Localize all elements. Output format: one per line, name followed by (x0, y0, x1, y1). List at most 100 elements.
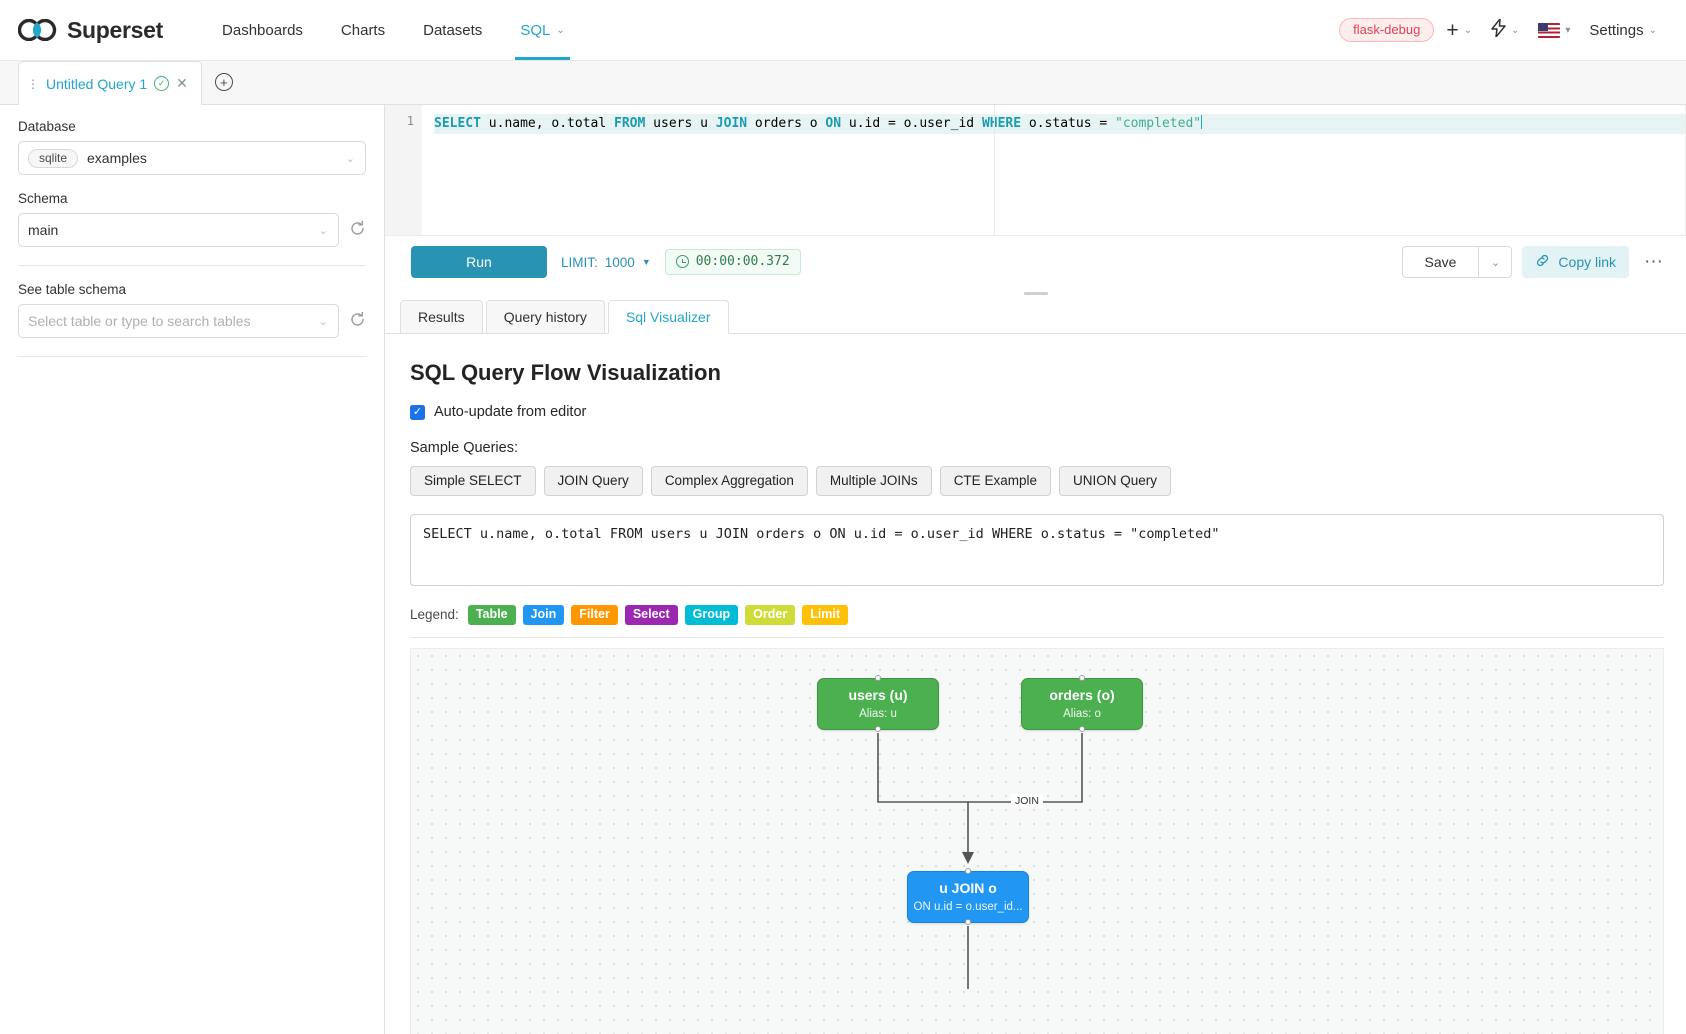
chevron-down-icon: ⌄ (1463, 24, 1472, 36)
copy-link-button[interactable]: Copy link (1522, 246, 1630, 278)
clock-icon (675, 255, 689, 268)
settings-menu[interactable]: Settings ⌄ (1582, 17, 1664, 44)
drag-handle-icon[interactable]: ⋮ (27, 76, 39, 91)
copy-link-label: Copy link (1558, 254, 1617, 270)
link-icon (1535, 253, 1550, 271)
node-port-top (964, 868, 971, 874)
visualizer-query-textarea[interactable] (410, 514, 1664, 586)
save-group: Save ⌄ (1401, 246, 1513, 278)
language-button[interactable]: ▾ (1531, 18, 1577, 43)
legend-group-badge: Group (684, 605, 739, 625)
database-select[interactable]: sqlite examples ⌄ (18, 141, 366, 175)
panel-resize-handle[interactable] (385, 288, 1686, 299)
sample-multiple-joins-button[interactable]: Multiple JOINs (815, 466, 932, 496)
panel-divider (18, 265, 366, 266)
flow-node-join-condition: ON u.id = o.user_id... (913, 901, 1023, 914)
more-options-icon[interactable]: ··· (1644, 251, 1663, 273)
caret-down-icon: ▾ (1565, 24, 1571, 36)
brand-title: Superset (67, 16, 164, 43)
flow-node-orders[interactable]: orders (o) Alias: o (1021, 675, 1143, 732)
chevron-down-icon: ⌄ (1648, 24, 1657, 36)
new-item-button[interactable]: + ⌄ (1439, 15, 1479, 46)
legend-select-badge: Select (624, 605, 678, 625)
flow-canvas[interactable]: JOIN users (u) Alias: u orders (o) Alias… (410, 647, 1664, 1034)
nav-charts-label: Charts (340, 21, 386, 39)
resize-grip (1023, 292, 1048, 295)
sample-complex-aggregation-button[interactable]: Complex Aggregation (650, 466, 808, 496)
table-schema-label: See table schema (18, 282, 127, 297)
flow-node-users-title: users (u) (848, 686, 908, 703)
save-button[interactable]: Save (1401, 246, 1479, 278)
superset-mark-icon (18, 19, 58, 41)
sql-code-line: SELECT u.name, o.total FROM users u JOIN… (434, 114, 1686, 134)
query-tab-untitled-query-1[interactable]: ⋮ Untitled Query 1 ✓ ✕ (18, 61, 202, 105)
table-select[interactable]: Select table or type to search tables ⌄ (18, 304, 339, 338)
sample-join-query-button[interactable]: JOIN Query (543, 466, 643, 496)
chevron-down-icon: ⌄ (318, 315, 328, 328)
flow-node-users[interactable]: users (u) Alias: u (817, 675, 939, 732)
tab-query-history[interactable]: Query history (485, 300, 605, 334)
flow-node-join[interactable]: u JOIN o ON u.id = o.user_id... (907, 868, 1029, 925)
close-icon[interactable]: ✕ (176, 75, 188, 91)
timer-value: 00:00:00.372 (695, 254, 790, 269)
bolt-button[interactable]: ⌄ (1484, 14, 1526, 47)
nav-dashboards[interactable]: Dashboards (203, 0, 322, 60)
flow-node-join-title: u JOIN o (939, 879, 997, 896)
caret-down-icon: ▼ (641, 257, 651, 267)
line-number: 1 (406, 114, 414, 128)
sample-union-query-button[interactable]: UNION Query (1058, 466, 1171, 496)
run-button[interactable]: Run (411, 246, 547, 278)
flow-node-users-alias: Alias: u (859, 708, 897, 721)
refresh-tables-icon[interactable] (349, 311, 366, 331)
edge-label-join: JOIN (1011, 793, 1043, 809)
table-select-placeholder: Select table or type to search tables (28, 313, 251, 329)
legend-join-badge: Join (522, 605, 565, 625)
top-navbar: Superset Dashboards Charts Datasets SQL … (0, 0, 1686, 61)
main-panel: 1 SELECT u.name, o.total FROM users u JO… (385, 105, 1686, 1034)
query-tab-label: Untitled Query 1 (46, 75, 148, 92)
navbar-right: flask-debug + ⌄ ⌄ ▾ Settings ⌄ (1339, 14, 1664, 47)
schema-select[interactable]: main ⌄ (18, 213, 339, 247)
nav-datasets[interactable]: Datasets (404, 0, 501, 60)
bolt-icon (1491, 17, 1506, 42)
sample-simple-select-button[interactable]: Simple SELECT (410, 466, 536, 496)
check-circle-icon: ✓ (154, 76, 170, 91)
flask-debug-badge: flask-debug (1339, 18, 1435, 42)
legend-filter-badge: Filter (571, 605, 618, 625)
save-dropdown-button[interactable]: ⌄ (1478, 246, 1513, 278)
tab-sql-visualizer[interactable]: Sql Visualizer (607, 300, 729, 334)
legend-limit-badge: Limit (802, 605, 849, 625)
legend-table-badge: Table (467, 605, 516, 625)
node-port-top (1078, 675, 1085, 681)
legend-label: Legend: (410, 607, 459, 623)
us-flag-icon (1538, 22, 1561, 38)
limit-dropdown[interactable]: LIMIT: 1000 ▼ (561, 255, 651, 270)
flow-node-orders-alias: Alias: o (1063, 708, 1101, 721)
chevron-down-icon: ⌄ (556, 24, 565, 36)
editor-column-guide (994, 105, 995, 235)
sample-cte-example-button[interactable]: CTE Example (939, 466, 1051, 496)
table-schema-field: See table schema Select table or type to… (18, 282, 366, 338)
auto-update-checkbox-row[interactable]: ✓ Auto-update from editor (410, 404, 1664, 420)
add-query-tab-button[interactable]: + (202, 60, 246, 104)
nav-charts[interactable]: Charts (322, 0, 404, 60)
refresh-schema-icon[interactable] (349, 220, 366, 240)
add-tab-icon: + (214, 73, 233, 91)
nav-sql[interactable]: SQL ⌄ (501, 0, 583, 60)
panel-divider-2 (18, 356, 366, 357)
tab-results[interactable]: Results (400, 300, 483, 334)
schema-label: Schema (18, 191, 68, 206)
schema-field: Schema main ⌄ (18, 191, 366, 247)
tab-results-label: Results (418, 309, 465, 325)
plus-icon: + (1446, 18, 1459, 42)
node-port-top (874, 675, 881, 681)
superset-logo[interactable]: Superset (18, 17, 163, 44)
query-tab-bar: ⋮ Untitled Query 1 ✓ ✕ + (0, 61, 1686, 105)
database-label: Database (18, 119, 76, 134)
chevron-down-icon: ⌄ (318, 224, 328, 237)
editor-code-area[interactable]: SELECT u.name, o.total FROM users u JOIN… (422, 105, 1686, 235)
flow-edges (877, 732, 1083, 989)
sql-editor[interactable]: 1 SELECT u.name, o.total FROM users u JO… (385, 105, 1686, 235)
auto-update-checkbox[interactable]: ✓ (410, 404, 425, 420)
node-port-bottom (874, 726, 881, 732)
